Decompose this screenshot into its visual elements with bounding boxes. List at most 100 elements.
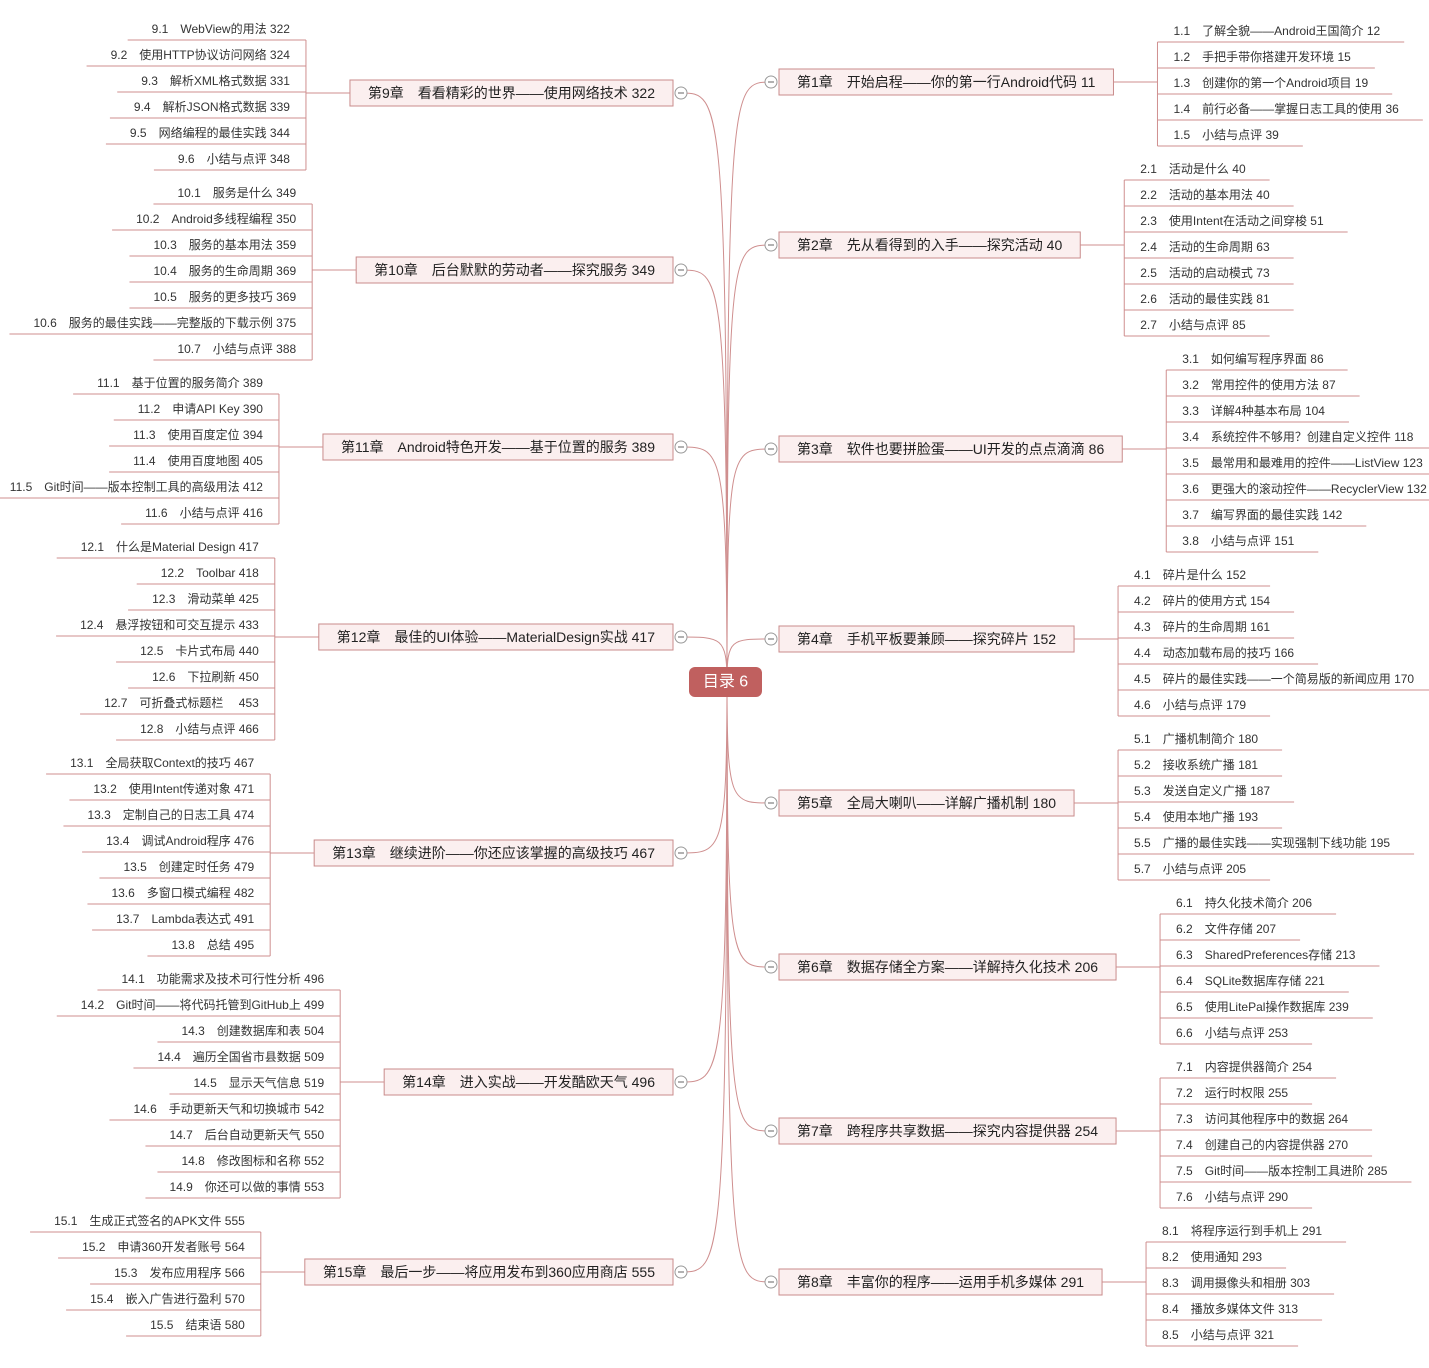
- collapse-toggle-icon[interactable]: [764, 442, 778, 456]
- section-item[interactable]: 10.2 Android多线程编程 350: [112, 211, 313, 231]
- section-item[interactable]: 3.8 小结与点评 151: [1166, 534, 1319, 553]
- section-item[interactable]: 6.6 小结与点评 253: [1160, 1026, 1313, 1045]
- section-item[interactable]: 13.2 使用Intent传递对象 471: [69, 781, 271, 801]
- section-item[interactable]: 2.5 活动的启动模式 73: [1124, 265, 1294, 285]
- section-item[interactable]: 8.3 调用摄像头和相册 303: [1146, 1275, 1335, 1295]
- section-item[interactable]: 12.4 悬浮按钮和可交互提示 433: [56, 617, 275, 637]
- section-item[interactable]: 7.1 内容提供器简介 254: [1160, 1059, 1337, 1079]
- section-item[interactable]: 1.4 前行必备——掌握日志工具的使用 36: [1157, 101, 1423, 121]
- chapter-node[interactable]: 第1章 开始启程——你的第一行Android代码 111.1 了解全貌——And…: [764, 23, 1423, 147]
- section-item[interactable]: 10.5 服务的更多技巧 369: [129, 289, 313, 309]
- section-item[interactable]: 12.7 可折叠式标题栏 453: [80, 695, 275, 715]
- section-item[interactable]: 3.2 常用控件的使用方法 87: [1166, 377, 1360, 397]
- collapse-toggle-icon[interactable]: [764, 1124, 778, 1138]
- section-item[interactable]: 4.5 碎片的最佳实践——一个简易版的新闻应用 170: [1118, 671, 1429, 691]
- section-item[interactable]: 14.9 你还可以做的事情 553: [145, 1179, 341, 1199]
- section-item[interactable]: 9.3 解析XML格式数据 331: [117, 73, 306, 93]
- section-item[interactable]: 2.4 活动的生命周期 63: [1124, 239, 1294, 259]
- section-item[interactable]: 1.3 创建你的第一个Android项目 19: [1157, 75, 1393, 95]
- section-item[interactable]: 14.4 遍历全国省市县数据 509: [133, 1049, 341, 1069]
- section-item[interactable]: 5.1 广播机制简介 180: [1118, 732, 1283, 751]
- section-item[interactable]: 3.1 如何编写程序界面 86: [1166, 351, 1348, 371]
- section-item[interactable]: 10.1 服务是什么 349: [153, 185, 313, 205]
- section-item[interactable]: 8.2 使用通知 293: [1146, 1249, 1287, 1269]
- section-item[interactable]: 4.1 碎片是什么 152: [1118, 567, 1271, 587]
- section-item[interactable]: 6.3 SharedPreferences存储 213: [1160, 947, 1380, 967]
- section-item[interactable]: 13.5 创建定时任务 479: [99, 859, 271, 879]
- section-item[interactable]: 3.3 详解4种基本布局 104: [1166, 403, 1349, 423]
- section-item[interactable]: 1.1 了解全貌——Android王国简介 12: [1157, 23, 1405, 43]
- section-item[interactable]: 13.4 调试Android程序 476: [82, 833, 271, 853]
- collapse-toggle-icon[interactable]: [674, 846, 688, 860]
- section-item[interactable]: 5.3 发送自定义广播 187: [1118, 783, 1295, 803]
- section-item[interactable]: 14.5 显示天气信息 519: [169, 1075, 341, 1095]
- section-item[interactable]: 7.5 Git时间——版本控制工具进阶 285: [1160, 1164, 1412, 1183]
- collapse-toggle-icon[interactable]: [674, 86, 688, 100]
- section-item[interactable]: 14.2 Git时间——将代码托管到GitHub上 499: [56, 997, 341, 1017]
- section-item[interactable]: 12.2 Toolbar 418: [136, 566, 275, 585]
- section-item[interactable]: 5.2 接收系统广播 181: [1118, 757, 1283, 777]
- section-item[interactable]: 5.7 小结与点评 205: [1118, 862, 1271, 881]
- section-item[interactable]: 13.1 全局获取Context的技巧 467: [46, 755, 271, 775]
- section-item[interactable]: 5.4 使用本地广播 193: [1118, 809, 1283, 829]
- section-item[interactable]: 14.8 修改图标和名称 552: [157, 1153, 341, 1173]
- section-item[interactable]: 7.6 小结与点评 290: [1160, 1190, 1313, 1209]
- root-node[interactable]: 目录 6: [689, 667, 762, 697]
- section-item[interactable]: 12.8 小结与点评 466: [116, 722, 275, 741]
- section-item[interactable]: 11.6 小结与点评 416: [121, 506, 279, 525]
- collapse-toggle-icon[interactable]: [674, 263, 688, 277]
- section-item[interactable]: 11.3 使用百度定位 394: [109, 427, 279, 447]
- section-item[interactable]: 14.6 手动更新天气和切换城市 542: [109, 1101, 341, 1121]
- section-item[interactable]: 4.3 碎片的生命周期 161: [1118, 619, 1295, 639]
- collapse-toggle-icon[interactable]: [674, 630, 688, 644]
- collapse-toggle-icon[interactable]: [764, 632, 778, 646]
- section-item[interactable]: 7.2 运行时权限 255: [1160, 1086, 1313, 1105]
- section-item[interactable]: 1.2 手把手带你搭建开发环境 15: [1157, 49, 1375, 69]
- section-item[interactable]: 8.5 小结与点评 321: [1146, 1328, 1299, 1347]
- section-item[interactable]: 2.2 活动的基本用法 40: [1124, 187, 1294, 207]
- section-item[interactable]: 14.3 创建数据库和表 504: [157, 1023, 341, 1043]
- section-item[interactable]: 10.3 服务的基本用法 359: [129, 237, 313, 257]
- section-item[interactable]: 6.5 使用LitePal操作数据库 239: [1160, 999, 1373, 1019]
- section-item[interactable]: 10.4 服务的生命周期 369: [129, 263, 313, 283]
- section-item[interactable]: 11.4 使用百度地图 405: [109, 453, 279, 473]
- section-item[interactable]: 4.6 小结与点评 179: [1118, 698, 1271, 717]
- section-item[interactable]: 11.2 申请API Key 390: [113, 402, 279, 421]
- section-item[interactable]: 13.7 Lambda表达式 491: [92, 912, 271, 931]
- section-item[interactable]: 7.4 创建自己的内容提供器 270: [1160, 1137, 1373, 1157]
- chapter-node[interactable]: 第2章 先从看得到的入手——探究活动 402.1 活动是什么 402.2 活动的…: [764, 162, 1348, 337]
- section-item[interactable]: 12.6 下拉刷新 450: [128, 669, 275, 689]
- collapse-toggle-icon[interactable]: [674, 1075, 688, 1089]
- section-item[interactable]: 4.2 碎片的使用方式 154: [1118, 593, 1295, 613]
- section-item[interactable]: 10.6 服务的最佳实践——完整版的下载示例 375: [9, 315, 313, 335]
- section-item[interactable]: 9.1 WebView的用法 322: [127, 21, 306, 41]
- section-item[interactable]: 3.5 最常用和最难用的控件——ListView 123: [1166, 455, 1429, 475]
- section-item[interactable]: 9.4 解析JSON格式数据 339: [109, 99, 306, 119]
- section-item[interactable]: 6.4 SQLite数据库存储 221: [1160, 973, 1349, 993]
- section-item[interactable]: 2.7 小结与点评 85: [1124, 318, 1270, 337]
- section-item[interactable]: 15.2 申请360开发者账号 564: [58, 1239, 261, 1259]
- section-item[interactable]: 9.6 小结与点评 348: [153, 152, 306, 171]
- section-item[interactable]: 10.7 小结与点评 388: [153, 342, 313, 361]
- section-item[interactable]: 3.4 系统控件不够用？创建自定义控件 118: [1166, 429, 1429, 449]
- section-item[interactable]: 4.4 动态加载布局的技巧 166: [1118, 645, 1319, 665]
- section-item[interactable]: 12.1 什么是Material Design 417: [56, 540, 275, 559]
- section-item[interactable]: 3.6 更强大的滚动控件——RecyclerView 132: [1166, 481, 1429, 501]
- collapse-toggle-icon[interactable]: [764, 238, 778, 252]
- section-item[interactable]: 12.3 滑动菜单 425: [128, 592, 275, 611]
- section-item[interactable]: 13.6 多窗口模式编程 482: [87, 885, 271, 905]
- section-item[interactable]: 15.5 结束语 580: [126, 1318, 261, 1337]
- section-item[interactable]: 6.2 文件存储 207: [1160, 921, 1301, 941]
- collapse-toggle-icon[interactable]: [764, 960, 778, 974]
- section-item[interactable]: 3.7 编写界面的最佳实践 142: [1166, 507, 1367, 527]
- collapse-toggle-icon[interactable]: [674, 440, 688, 454]
